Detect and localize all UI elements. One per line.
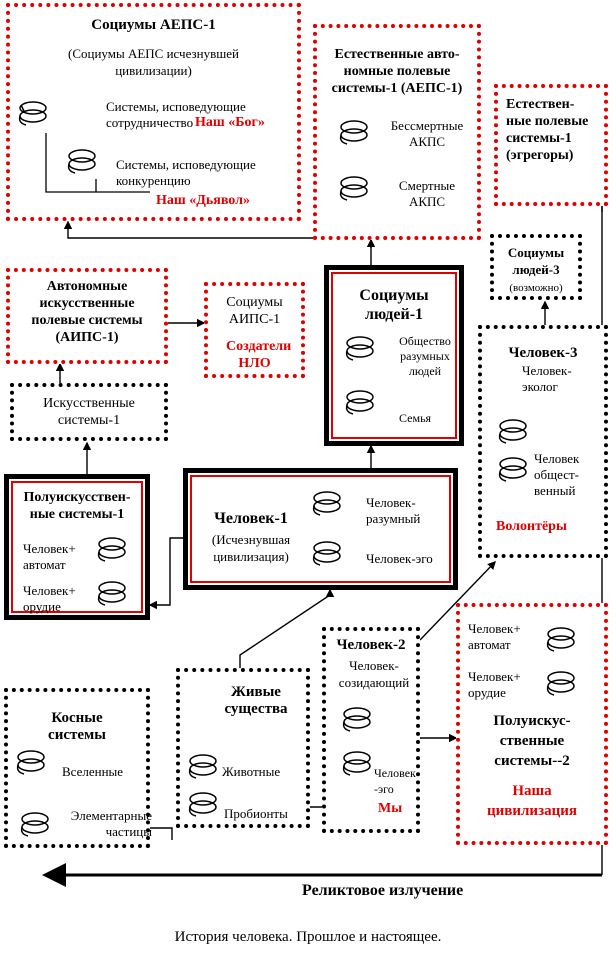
people-soc-box: Социумы людей-1 Общество разумных людей … [324,265,464,446]
universes-label: Вселенные [62,764,124,779]
probionts-label: Пробионты [224,806,288,821]
relic-label: Реликтовое излучение [302,882,464,899]
volunteers-label: Волонтёры [496,519,567,534]
semi1-tool-label: Человек+ орудие [23,583,76,614]
figure-caption: История человека. Прошлое и настоящее. [174,929,442,945]
inner-arrows [45,133,150,193]
aips-soc-box: Социумы АИПС-1 Создатели НЛО [204,282,305,378]
semi1-title: Полуискусствен-ные системы-1 [23,490,131,522]
animals-label: Животные [222,764,281,779]
man1-title: Человек-1 [214,510,288,527]
compet-label: Системы, исповедующие конкуренцию [116,157,256,188]
people3-title: Социумы людей-3 [507,245,565,277]
socium-aeps-box: Социумы АЕПС-1 (Социумы АЕПС исчезнувшей… [6,3,301,221]
devil-label: Наш «Дьявол» [156,193,250,208]
spiral-icon [345,390,374,415]
aips-auto-title: Автономные искусственные полевые системы… [31,279,143,345]
natural-auto-box: Естественные авто-номные полевые системы… [313,24,481,240]
artificial-box: Искусственные системы-1 [10,383,168,441]
spiral-icon [342,751,371,776]
spiral-icon [339,176,368,201]
spiral-icon [188,754,217,779]
spiral-icon [188,792,217,817]
inert-box: Косные системы Вселенные Элементарные ча… [4,688,152,848]
spiral-icon [312,491,341,516]
creator-label: Человек-созидающий [338,658,410,690]
spiral-icon [498,419,527,444]
man3-title: Человек-3 [508,345,578,361]
spiral-icon [342,707,371,732]
living-title: Живые существа [224,684,288,717]
aips-auto-box: Автономные искусственные полевые системы… [6,268,168,364]
people3-soc-box: Социумы людей-3 (возможно) [490,234,582,300]
immortal-label: Бессмертные АКПС [390,118,464,149]
society-label: Общество разумных людей [399,334,451,378]
man3-box: Человек-3 Человек-эколог Человек общест-… [478,325,608,558]
man1-sub: (Исчезнувшая цивилизация) [211,532,291,564]
man1-ego-label: Человек-эго [366,551,433,566]
semi1-box: Полуискусствен-ные системы-1 Человек+ ав… [4,474,150,620]
semi2-automat-label: Человек+ автомат [468,621,521,652]
eco-label: Человек-эколог [522,363,572,394]
man1-box: Человек-1 (Исчезнувшая цивилизация) Чело… [183,468,458,590]
natural-auto-title: Естественные авто-номные полевые системы… [331,47,463,96]
man2-box: Человек-2 Человек-созидающий Человек -эг… [322,627,420,833]
god-label: Наш «Бог» [195,115,265,130]
spiral-icon [345,336,374,361]
spiral-icon [67,149,96,174]
man2-title: Человек-2 [336,637,406,653]
spiral-icon [97,537,126,562]
spiral-icon [546,671,575,696]
spiral-icon [20,812,49,837]
spiral-icon [339,120,368,145]
inert-title: Косные системы [48,710,106,743]
socium-aeps-subtitle: (Социумы АЕПС исчезнувшей цивилизации) [68,46,239,78]
aips-soc-title: Социумы АИПС-1 [226,295,283,327]
ours-label: Наша цивилизация [486,783,577,819]
family-label: Семья [399,411,432,425]
sapiens-label: Человек-разумный [366,495,421,526]
spiral-icon [97,581,126,606]
man2-ego-label: Человек -эго [374,766,416,796]
social-label: Человек общест-венный [534,451,580,498]
spiral-icon [546,627,575,652]
coop-label: Системы, исповедующие сотрудничество [106,99,246,130]
semi2-title: Полуискус-ственные системы--2 [493,713,571,769]
people-soc-title: Социумы людей-1 [359,287,429,323]
spiral-icon [498,457,527,482]
semi2-box: Человек+ автомат Человек+ орудие Полуиск… [456,603,608,845]
spiral-icon [18,101,47,126]
people3-note: (возможно) [509,282,563,294]
particles-label: Элементарные частицы [70,808,152,839]
socium-aeps-title: Социумы АЕПС-1 [91,17,216,33]
spiral-icon [312,541,341,566]
living-box: Живые существа Животные Пробионты [176,668,310,828]
artificial-title: Искусственные системы-1 [43,396,135,428]
spiral-icon [16,750,45,775]
mortal-label: Смертные АКПС [398,178,456,209]
egregors-title: Естествен-ные полевые системы-1 (эгрегор… [506,97,589,163]
egregors-box: Естествен-ные полевые системы-1 (эгрегор… [494,84,608,206]
ufo-label: Создатели НЛО [226,339,292,371]
semi1-automat-label: Человек+ автомат [23,541,76,572]
we-label: Мы [378,801,403,816]
semi2-tool-label: Человек+ орудие [468,669,521,700]
